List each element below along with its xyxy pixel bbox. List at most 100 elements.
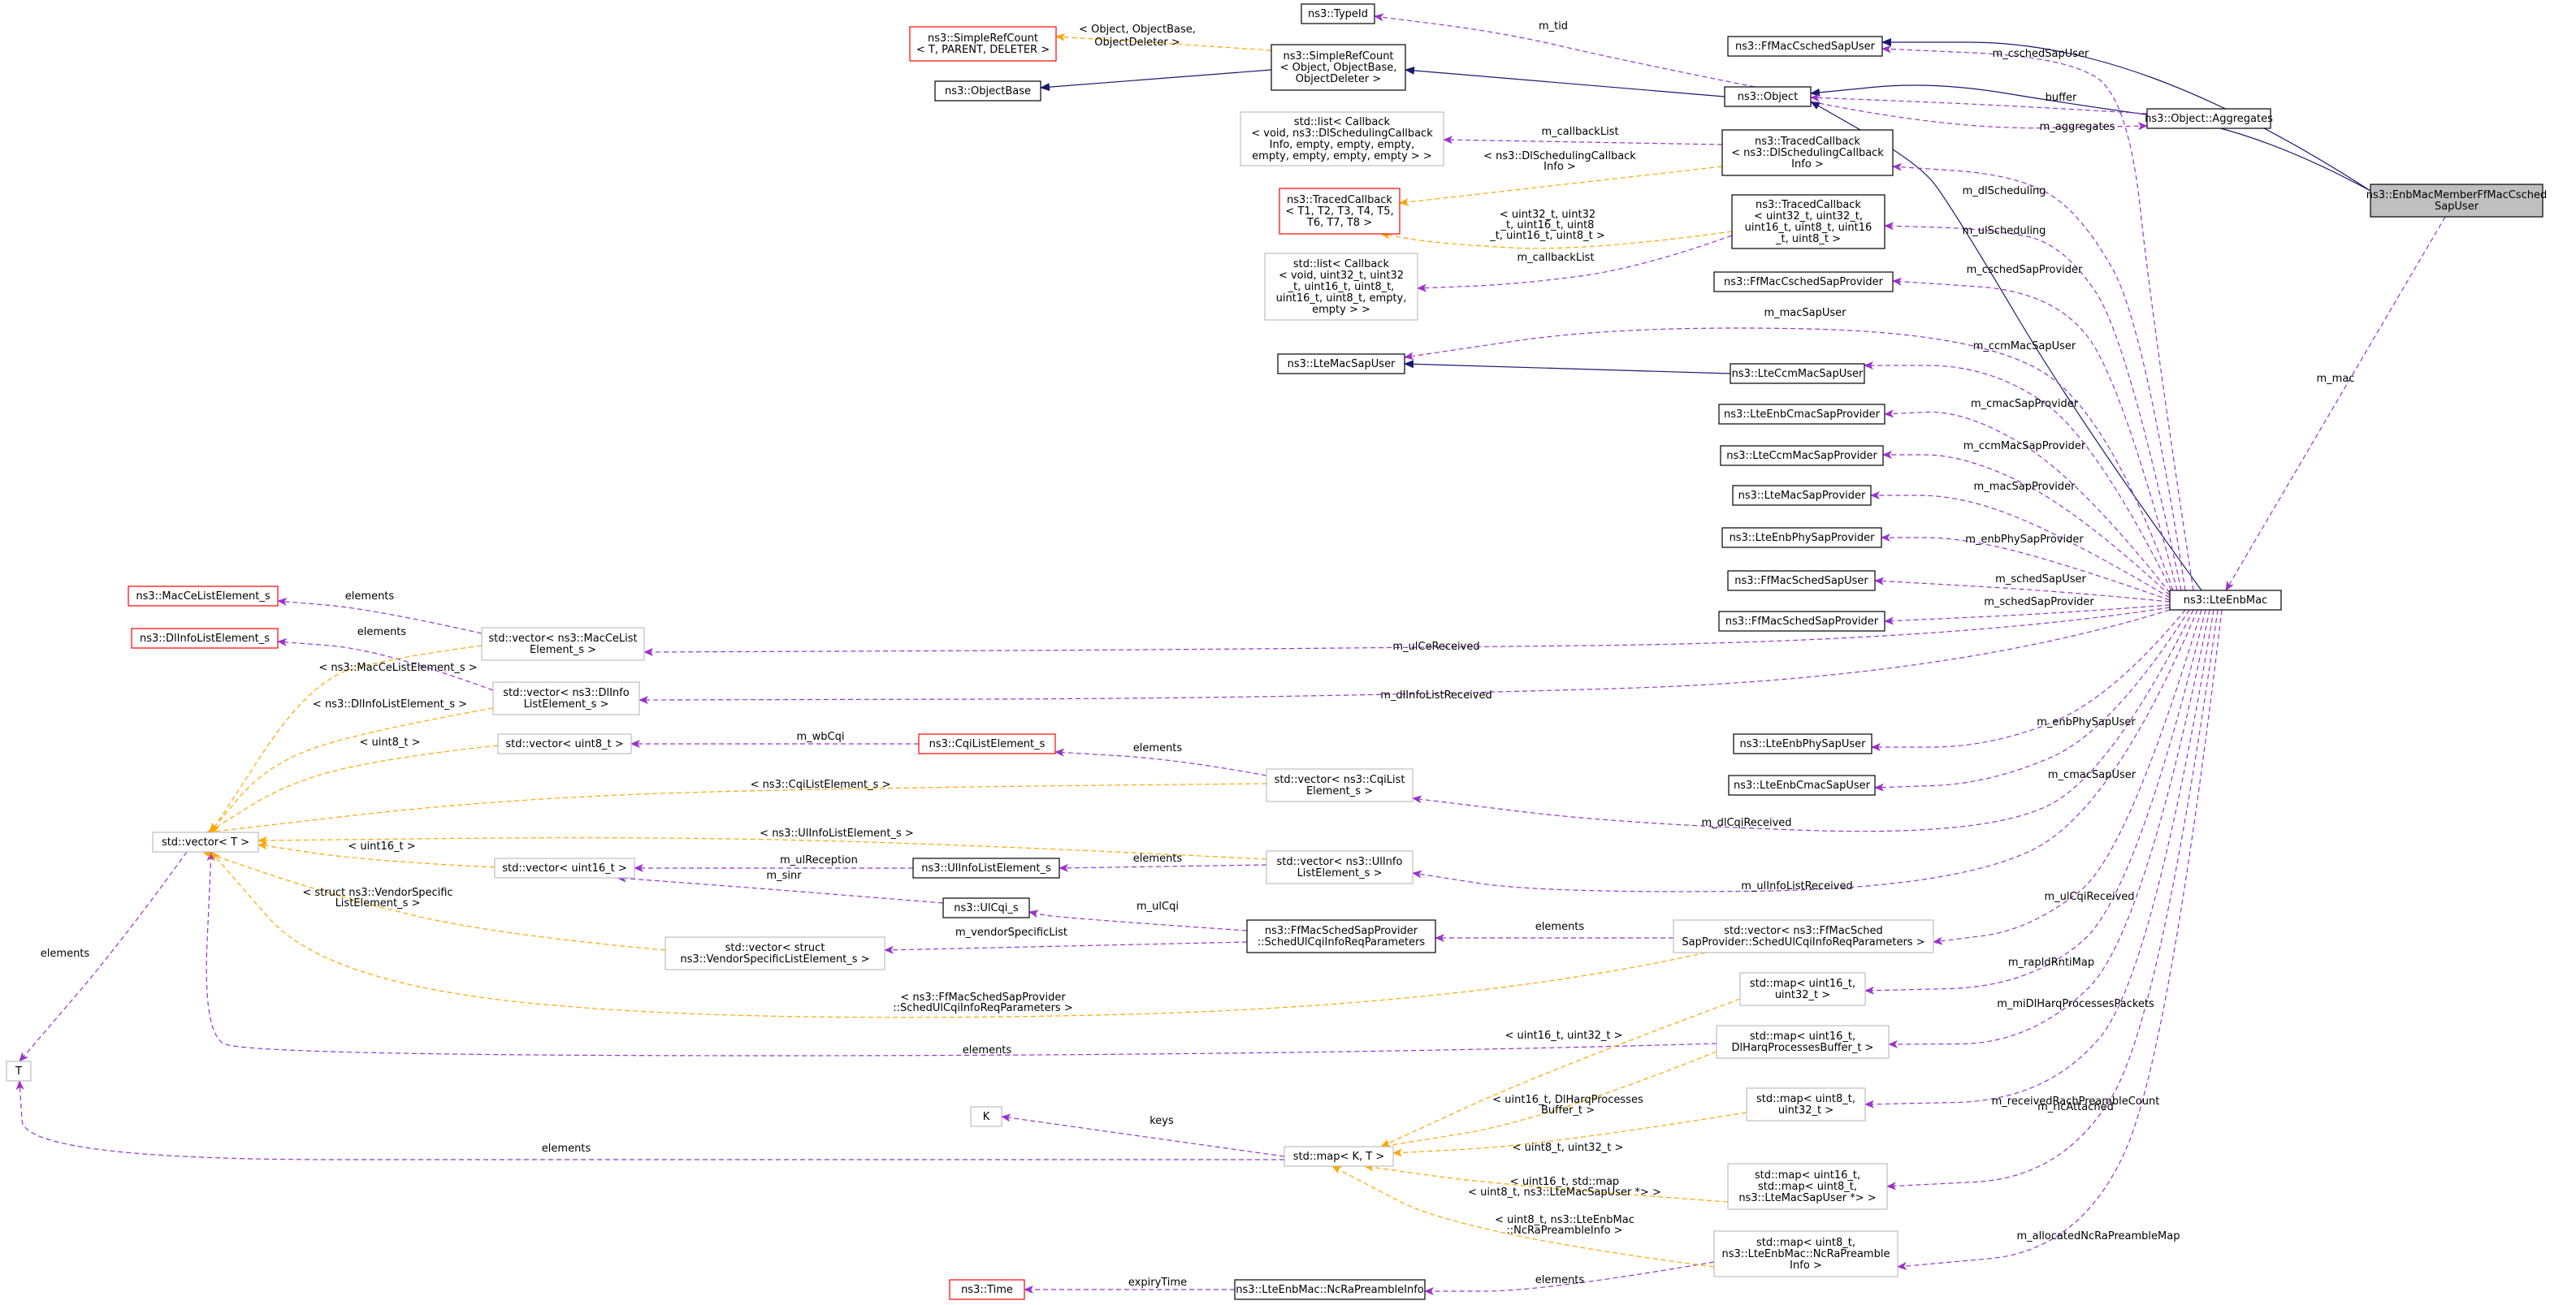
- class-node: std::list< Callback< void, ns3::DlSchedu…: [1240, 111, 1444, 166]
- class-node-label: uint16_t, uint8_t, uint16: [1745, 222, 1872, 234]
- class-node-label: ListElement_s >: [1297, 867, 1383, 879]
- class-node[interactable]: ns3::LteEnbCmacSapProvider: [1718, 404, 1885, 425]
- class-node[interactable]: ns3::FfMacSchedSapProvider: [1718, 611, 1885, 632]
- edge-label: elements: [345, 590, 395, 603]
- class-node[interactable]: ns3::SimpleRefCount< Object, ObjectBase,…: [1271, 44, 1406, 91]
- class-node[interactable]: ns3::LteEnbMac::NcRaPreambleInfo: [1234, 1279, 1426, 1300]
- class-node-label: ::SchedUlCqiInfoReqParameters: [1258, 936, 1426, 949]
- class-node-label: Element_s >: [1306, 785, 1373, 797]
- class-node[interactable]: ns3::FfMacSchedSapProvider::SchedUlCqiIn…: [1246, 919, 1436, 953]
- usage-edge: [1810, 93, 2148, 115]
- edge-label: m_ccmMacSapProvider: [1963, 440, 2086, 452]
- edge-label: < uint8_t >: [359, 737, 420, 749]
- class-node[interactable]: ns3::Object::Aggregates: [2145, 108, 2273, 129]
- inheritance-edge: [1810, 84, 2371, 192]
- class-node-label: ns3::DlInfoListElement_s: [140, 633, 270, 645]
- edge-label: < ns3::MacCeListElement_s >: [318, 662, 477, 674]
- class-node-label: std::map< uint16_t,: [1750, 1031, 1855, 1043]
- class-node: std::map< uint16_t,DlHarqProcessesBuffer…: [1716, 1025, 1890, 1059]
- class-node-label: std::map< uint16_t,: [1750, 978, 1855, 990]
- edge-label: m_ulScheduling: [1963, 225, 2046, 237]
- class-node-label: ns3::Object::Aggregates: [2145, 113, 2273, 125]
- class-node-label: ns3::LteMacSapUser *> >: [1738, 1192, 1876, 1204]
- class-node-label: ns3::CqiListElement_s: [929, 738, 1046, 750]
- class-node-label: ns3::UlCqi_s: [954, 902, 1019, 914]
- class-node[interactable]: ns3::MacCeListElement_s: [128, 586, 279, 607]
- edge-label: < ns3::DlInfoListElement_s >: [313, 698, 467, 711]
- class-node-label: ns3::FfMacSchedSapProvider: [1725, 616, 1879, 628]
- class-node[interactable]: ns3::TracedCallback< T1, T2, T3, T4, T5,…: [1279, 188, 1401, 235]
- class-node[interactable]: ns3::TracedCallback< uint32_t, uint32_t,…: [1731, 194, 1885, 249]
- class-node-label: ns3::FfMacCschedSapProvider: [1724, 276, 1884, 288]
- edge-label: m_schedSapUser: [1995, 573, 2086, 586]
- usage-edge: [1933, 609, 2202, 945]
- class-node[interactable]: ns3::LteCcmMacSapUser: [1730, 363, 1865, 384]
- class-node-label: ns3::Object: [1738, 91, 1798, 103]
- class-node[interactable]: ns3::TracedCallback< ns3::DlSchedulingCa…: [1721, 129, 1894, 176]
- class-node-label: ns3::LteMacSapProvider: [1738, 490, 1866, 502]
- edge-label: m_cschedSapUser: [1993, 48, 2089, 60]
- edge-label: Info >: [1543, 161, 1576, 173]
- usage-edge: [19, 851, 188, 1062]
- edge-label: m_ulInfoListReceived: [1741, 880, 1853, 892]
- usage-edge: [1443, 136, 1723, 145]
- class-node-label: std::list< Callback: [1293, 258, 1390, 270]
- usage-edge: [1374, 13, 1756, 88]
- template-edge: [1380, 231, 1733, 249]
- inheritance-edge: [1881, 38, 2371, 192]
- class-node[interactable]: ns3::LteMacSapProvider: [1732, 485, 1872, 506]
- class-node[interactable]: ns3::LteCcmMacSapProvider: [1720, 445, 1884, 466]
- class-node[interactable]: ns3::LteEnbPhySapProvider: [1721, 527, 1882, 548]
- class-node-label: ns3::FfMacSchedSapUser: [1734, 575, 1868, 587]
- template-edge: [206, 783, 1267, 836]
- usage-edge: [1892, 277, 2178, 591]
- class-node[interactable]: ns3::LteMacSapUser: [1277, 353, 1405, 374]
- usage-edge: [1881, 534, 2171, 601]
- class-node[interactable]: ns3::UlInfoListElement_s: [912, 858, 1060, 879]
- class-node[interactable]: ns3::FfMacCschedSapUser: [1727, 36, 1883, 57]
- usage-edge: [1054, 748, 1267, 776]
- usage-edge: [617, 874, 944, 904]
- class-node[interactable]: ns3::FfMacSchedSapUser: [1727, 570, 1876, 591]
- class-node[interactable]: ns3::DlInfoListElement_s: [131, 628, 279, 649]
- class-node: std::vector< structns3::VendorSpecificLi…: [665, 936, 885, 970]
- template-edge: [207, 745, 499, 833]
- class-node[interactable]: ns3::SimpleRefCount< T, PARENT, DELETER …: [909, 26, 1057, 62]
- edge-label: m_callbackList: [1541, 126, 1618, 138]
- class-node-label: std::vector< uint8_t >: [505, 738, 623, 750]
- template-edge: [1380, 1051, 1717, 1150]
- class-node[interactable]: ns3::ObjectBase: [934, 80, 1041, 102]
- class-node[interactable]: ns3::LteEnbMac: [2169, 590, 2282, 611]
- class-node[interactable]: ns3::CqiListElement_s: [918, 733, 1056, 754]
- edge-label: < ns3::CqiListElement_s >: [751, 779, 891, 791]
- class-node[interactable]: ns3::FfMacCschedSapProvider: [1713, 271, 1894, 292]
- class-node-label: ns3::FfMacCschedSapUser: [1735, 41, 1876, 53]
- edge-label: m_callbackList: [1517, 252, 1594, 264]
- class-node-label: ns3::TypeId: [1308, 8, 1368, 20]
- class-node: std::list< Callback< void, uint32_t, uin…: [1264, 253, 1418, 321]
- class-node: std::map< uint16_t,std::map< uint8_t,ns3…: [1727, 1163, 1888, 1210]
- usage-edge: [1412, 609, 2194, 832]
- class-node: std::vector< uint16_t >: [494, 858, 635, 879]
- edge-label: m_tid: [1539, 20, 1568, 32]
- edge-label: m_dlInfoListReceived: [1380, 689, 1492, 702]
- class-node[interactable]: ns3::Object: [1724, 86, 1812, 107]
- class-node[interactable]: ns3::UlCqi_s: [942, 897, 1030, 918]
- class-node[interactable]: ns3::Time: [949, 1279, 1025, 1300]
- class-node[interactable]: ns3::LteEnbPhySapUser: [1733, 733, 1872, 754]
- edge-label: Buffer_t >: [1541, 1104, 1595, 1117]
- class-node[interactable]: ns3::TypeId: [1301, 3, 1375, 24]
- class-node-label: ns3::LteEnbMac::NcRaPreambleInfo: [1236, 1284, 1424, 1296]
- class-node-label: std::map< uint16_t,: [1755, 1169, 1860, 1182]
- edge-label: m_ccmMacSapUser: [1973, 340, 2076, 352]
- inheritance-edge: [1810, 101, 2202, 591]
- class-node-label: SapUser: [2435, 201, 2479, 213]
- edge-label: buffer: [2046, 92, 2077, 104]
- usage-edge: [1874, 577, 2171, 603]
- usage-edge: [277, 597, 483, 634]
- class-node-label: Info >: [1790, 1260, 1822, 1272]
- class-node: std::vector< ns3::DlInfoListElement_s >: [492, 681, 640, 715]
- class-node-label: ns3::LteEnbCmacSapUser: [1734, 780, 1871, 792]
- class-node[interactable]: ns3::LteEnbCmacSapUser: [1728, 775, 1876, 796]
